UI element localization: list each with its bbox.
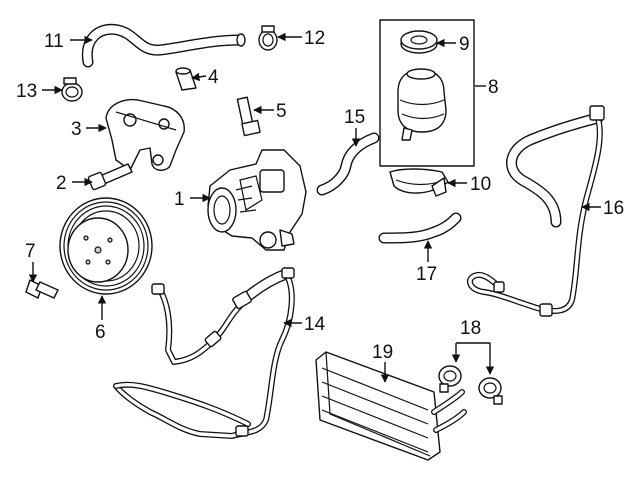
callout-1: 1 <box>174 189 185 210</box>
part-11-hose <box>81 23 246 68</box>
part-16-return-line <box>466 105 605 317</box>
part-2-bolt <box>87 163 133 191</box>
part-15-hose <box>316 132 380 196</box>
part-4-bushing <box>175 67 197 91</box>
leader-lines <box>28 32 601 383</box>
part-8-reservoir-box <box>379 19 475 167</box>
callout-6: 6 <box>95 322 106 343</box>
callout-19: 19 <box>372 342 393 363</box>
callout-17: 17 <box>416 264 437 285</box>
callout-7: 7 <box>25 241 36 262</box>
callout-3: 3 <box>71 119 82 140</box>
callout-10: 10 <box>470 174 491 195</box>
callout-16: 16 <box>603 198 624 219</box>
callout-15: 15 <box>344 107 365 128</box>
callout-labels: 11 12 13 4 5 3 2 1 7 6 8 9 10 14 15 16 1… <box>16 28 624 363</box>
callout-12: 12 <box>304 28 325 49</box>
part-12-clamp <box>258 25 278 51</box>
callout-11: 11 <box>44 31 64 52</box>
callout-9: 9 <box>459 34 470 55</box>
part-18-clamps <box>438 365 503 405</box>
callout-14: 14 <box>304 314 326 335</box>
part-14-pressure-line <box>113 267 295 439</box>
callout-2: 2 <box>56 173 67 194</box>
part-19-cooler <box>315 351 467 461</box>
callout-4: 4 <box>208 67 219 88</box>
part-3-bracket <box>105 98 185 171</box>
part-7-bolt <box>25 279 59 299</box>
part-1-pump <box>207 149 307 251</box>
part-10-bracket <box>389 168 449 197</box>
callout-8: 8 <box>488 77 499 98</box>
callout-13: 13 <box>16 81 37 102</box>
part-17-hose <box>378 212 462 244</box>
part-6-pulley <box>59 197 153 295</box>
callout-5: 5 <box>276 101 287 122</box>
callout-18: 18 <box>460 318 481 339</box>
part-5-bolt <box>236 96 261 137</box>
part-13-clamp <box>61 77 83 102</box>
